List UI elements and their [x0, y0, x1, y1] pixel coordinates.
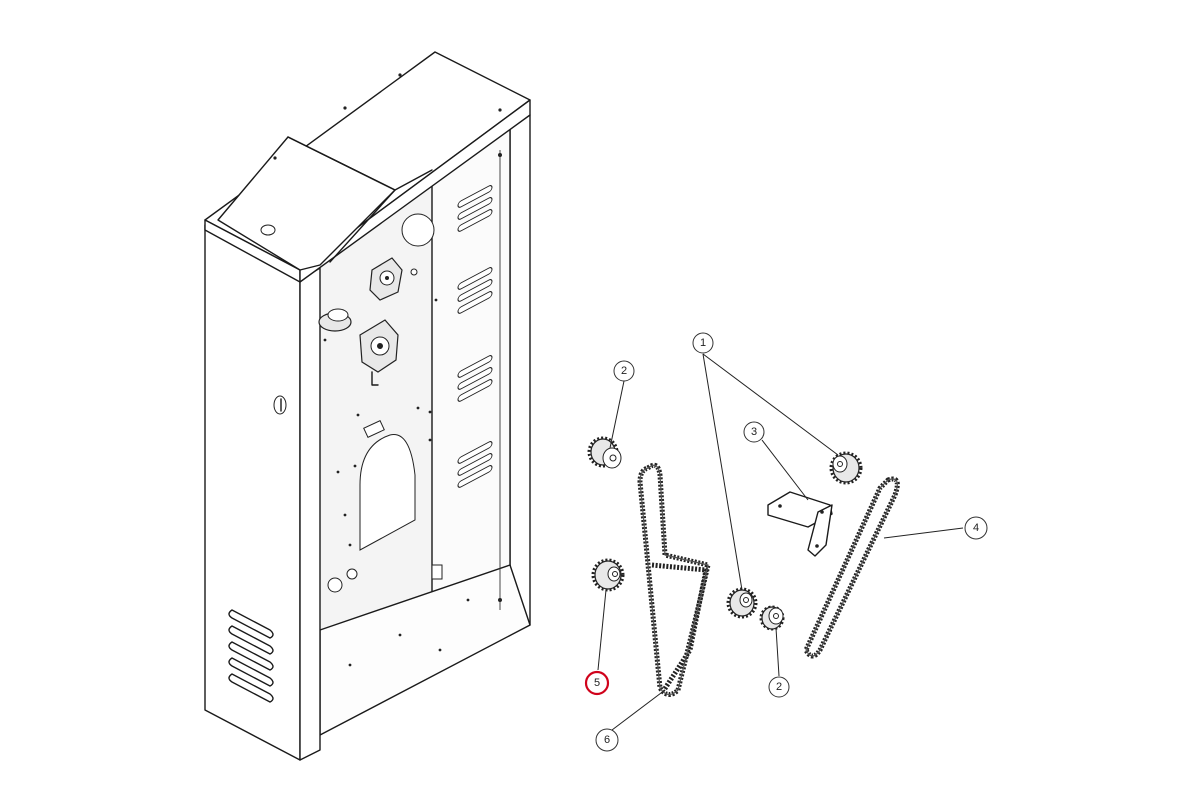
chain-4 [803, 476, 900, 659]
callout-1: 1 [692, 332, 714, 354]
sprocket-1-upper [829, 451, 863, 485]
sprocket-2-upper [587, 436, 622, 469]
sprocket-5 [591, 558, 625, 592]
callout-2-upper-label: 2 [621, 365, 627, 377]
lock-icon [273, 395, 287, 415]
callout-2-lower-label: 2 [776, 681, 782, 693]
mounting-hole-pattern [323, 298, 470, 667]
upper-bearing-block [369, 257, 403, 301]
shaft-cap [318, 308, 352, 332]
roof-hole [260, 224, 276, 236]
leader-lines [597, 353, 964, 731]
adjustment-slots [457, 185, 493, 488]
callout-2-lower: 2 [768, 676, 790, 698]
callout-5-label: 5 [594, 677, 600, 689]
sprocket-1-lower [726, 587, 758, 619]
sprocket-2-lower [759, 605, 785, 631]
callout-4-label: 4 [973, 522, 979, 534]
callout-6-label: 6 [604, 734, 610, 746]
cabinet-left-panel [204, 224, 301, 761]
cabinet-roof-front-edge [299, 99, 531, 283]
cabinet-front-frame [299, 267, 321, 761]
chain-6 [637, 462, 711, 697]
panel-round-hole [401, 213, 435, 247]
callout-1-label: 1 [700, 337, 706, 349]
barrier-cabinet [204, 51, 531, 761]
callout-3: 3 [743, 421, 765, 443]
ventilation-louvres [228, 609, 274, 703]
panel-cutout [359, 434, 416, 551]
callout-3-label: 3 [751, 426, 757, 438]
callout-2-upper: 2 [613, 360, 635, 382]
callout-4: 4 [964, 516, 988, 540]
callout-6: 6 [595, 728, 619, 752]
cabinet-right-wall [509, 114, 531, 636]
callout-5: 5 [584, 670, 610, 696]
lower-bearing-block [359, 319, 399, 386]
bracket-3 [767, 491, 833, 557]
